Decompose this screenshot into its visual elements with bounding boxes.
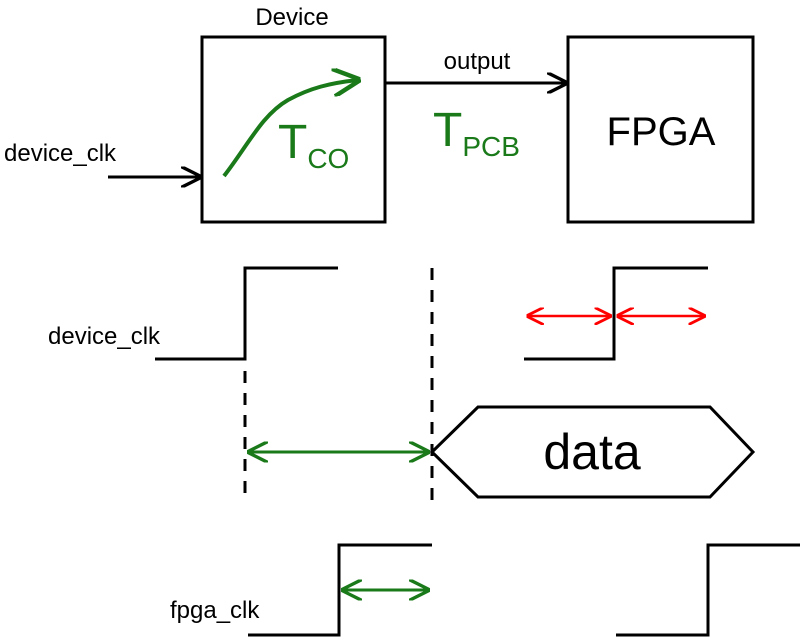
fpga-box bbox=[566, 35, 755, 224]
device-label: Device bbox=[255, 4, 328, 31]
data-label: data bbox=[543, 424, 641, 480]
device-clk-input-label: device_clk bbox=[4, 140, 117, 167]
fpga-clk-edge-1 bbox=[248, 543, 432, 637]
device-clk-wave-label: device_clk bbox=[48, 323, 161, 350]
output-label: output bbox=[444, 48, 511, 75]
fpga-label: FPGA bbox=[607, 110, 716, 154]
data-valid-window bbox=[429, 405, 756, 499]
device-box bbox=[200, 35, 387, 224]
tco-label: TCO bbox=[278, 116, 349, 174]
fpga-clk-wave-label: fpga_clk bbox=[170, 597, 260, 624]
device-clk-edge-2 bbox=[524, 266, 708, 361]
device-clk-edge-1 bbox=[155, 266, 338, 361]
tco-curve-arrow bbox=[222, 80, 358, 178]
tpcb-label: TPCB bbox=[433, 104, 520, 162]
fpga-clk-edge-2 bbox=[616, 543, 800, 637]
